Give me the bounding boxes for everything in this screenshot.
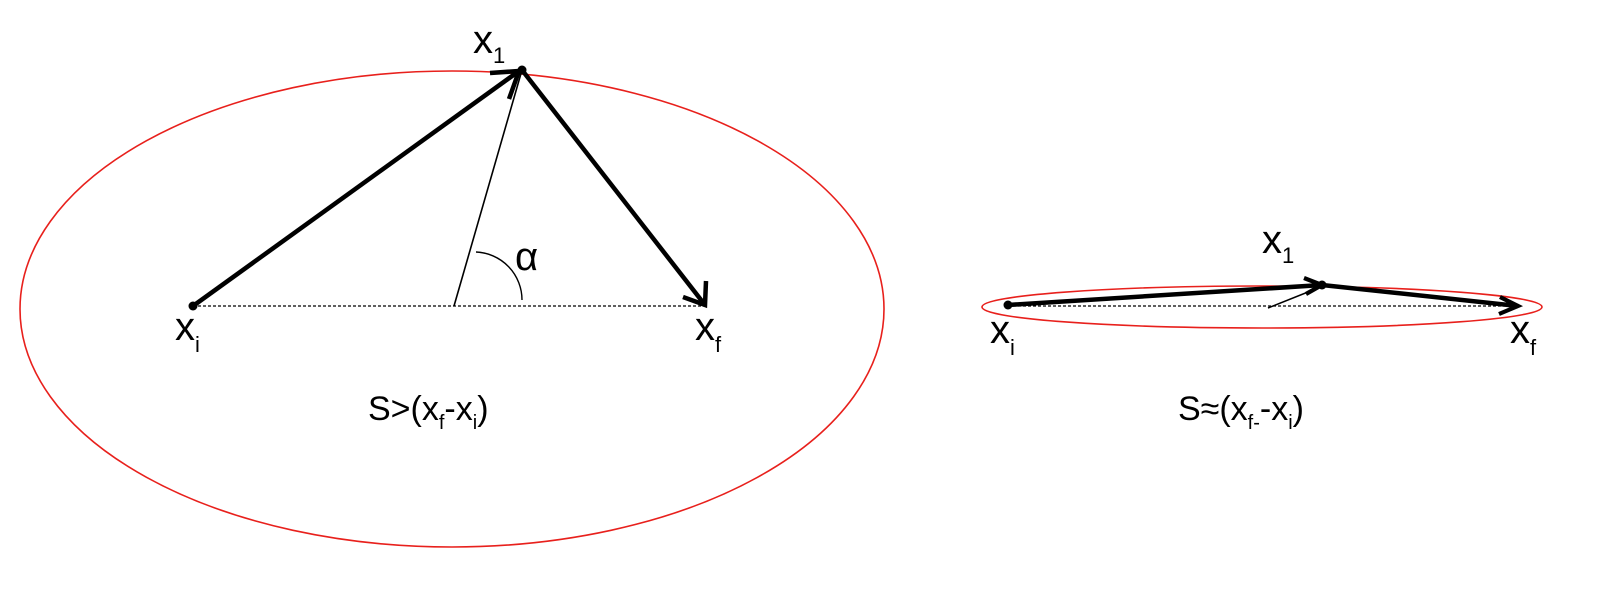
left-vector-x1-to-xf <box>520 68 707 307</box>
right-label-x1: x1 <box>1262 218 1294 268</box>
left-angle-arc <box>475 251 523 301</box>
right-vector-xi-to-x1 <box>1007 282 1323 308</box>
left-vector-xi-to-x1 <box>191 69 521 308</box>
right-label-xf: xf <box>1510 308 1537 360</box>
left-radius-line <box>453 69 523 307</box>
left-formula: S>(xf-xi) <box>368 390 489 434</box>
left-panel: x1 xi xf α S>(xf-xi) <box>19 18 885 548</box>
right-panel: x1 xi xf S≈(xf--xi) <box>981 218 1543 434</box>
left-label-alpha: α <box>515 235 538 279</box>
left-label-xf: xf <box>695 305 722 357</box>
right-label-xi: xi <box>990 308 1015 360</box>
right-vector-x1-to-xf <box>1321 282 1519 309</box>
right-vector-x1-to-xf-arrowhead <box>1498 295 1524 316</box>
left-vector-x1-to-xf-arrowhead <box>682 280 709 309</box>
left-point-x1 <box>517 65 527 75</box>
right-formula: S≈(xf--xi) <box>1178 390 1304 434</box>
left-ellipse <box>19 70 885 548</box>
right-ellipse <box>981 285 1543 329</box>
right-point-x1 <box>1317 280 1327 290</box>
left-label-xi: xi <box>175 305 200 357</box>
left-label-x1: x1 <box>473 18 505 68</box>
right-point-xi <box>1003 300 1013 310</box>
left-point-xi <box>188 301 198 311</box>
